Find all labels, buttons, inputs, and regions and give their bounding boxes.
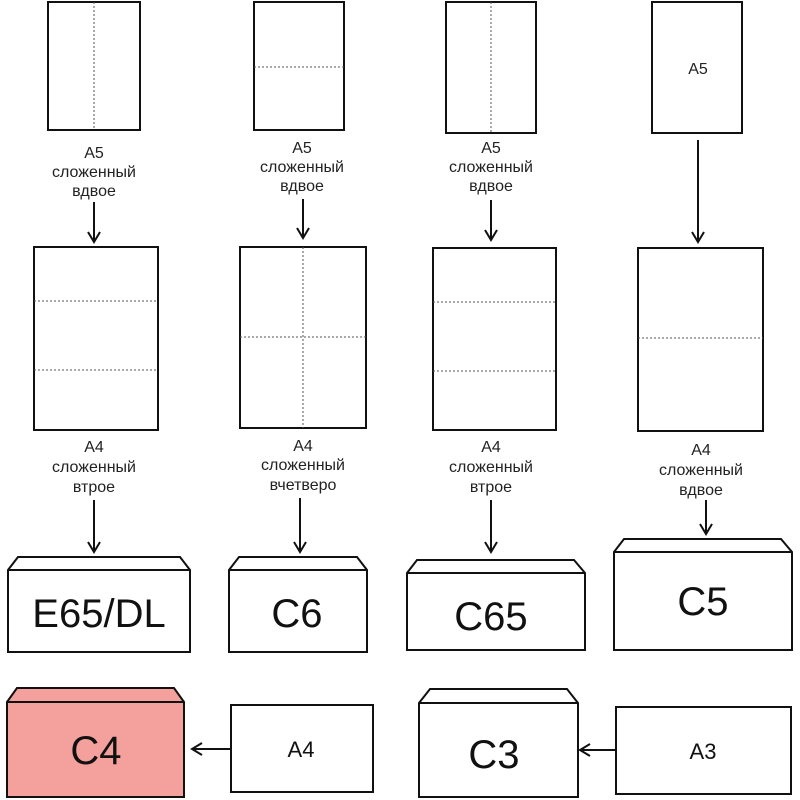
source-sheet-label: A3	[690, 739, 717, 764]
caption-a4-line3: втрое	[73, 479, 115, 496]
arrow-head	[190, 742, 203, 756]
arrow-head	[293, 541, 307, 554]
caption-a4-line1: A4	[691, 442, 711, 459]
caption-a4-line3: втрое	[470, 479, 512, 496]
row-c4: C4 A4	[6, 687, 374, 798]
a5-sheet	[651, 1, 743, 134]
caption-a4-line2: сложенный	[52, 459, 136, 476]
arrow-head	[87, 231, 101, 244]
arrow-head	[484, 541, 498, 554]
envelope-label: E65/DL	[32, 592, 165, 636]
envelope-label: C6	[271, 592, 322, 636]
arrow-head	[87, 541, 101, 554]
source-sheet-label: A4	[288, 737, 315, 762]
arrow-head	[691, 231, 705, 244]
caption-a5-line2: сложенный	[260, 159, 344, 176]
caption-a4-line1: A4	[481, 439, 501, 456]
caption-a5-line1: A5	[292, 140, 312, 157]
caption-a4-line2: сложенный	[261, 457, 345, 474]
a5-sheet-label: A5	[688, 61, 708, 78]
caption-a5-line2: сложенный	[449, 159, 533, 176]
caption-a5-line3: вдвое	[280, 178, 324, 195]
envelope-label: C3	[468, 733, 519, 777]
a4-sheet	[432, 247, 557, 431]
a5-sheet	[253, 1, 345, 131]
arrow-head	[578, 743, 591, 757]
column-c65: A5 сложенный вдвое A4 сложенный втрое C6…	[406, 1, 586, 651]
a4-sheet	[33, 246, 159, 431]
column-e65-dl: A5 сложенный вдвое A4 сложенный втрое E6…	[7, 1, 191, 653]
row-c3: C3 A3	[418, 688, 792, 798]
caption-a5-line3: вдвое	[469, 178, 513, 195]
caption-a5-line1: A5	[84, 145, 104, 162]
column-c6: A5 сложенный вдвое A4 сложенный вчетверо…	[228, 1, 368, 653]
arrow-head	[296, 227, 310, 240]
caption-a4-line3: вдвое	[679, 482, 723, 499]
caption-a4-line3: вчетверо	[270, 477, 337, 494]
envelope-label: C4	[70, 729, 121, 773]
caption-a4-line2: сложенный	[659, 462, 743, 479]
caption-a4-line1: A4	[84, 439, 104, 456]
envelope-label: C65	[454, 595, 527, 639]
arrow-head	[699, 523, 713, 536]
caption-a5-line3: вдвое	[72, 183, 116, 200]
caption-a4-line2: сложенный	[449, 459, 533, 476]
caption-a4-line1: A4	[293, 438, 313, 455]
arrow-head	[484, 229, 498, 242]
caption-a5-line2: сложенный	[52, 164, 136, 181]
a4-sheet	[637, 247, 764, 432]
caption-a5-line1: A5	[481, 140, 501, 157]
source-sheet	[230, 704, 374, 793]
column-c5: A5 A4 сложенный вдвое C5	[613, 1, 793, 651]
envelope-label: C5	[677, 580, 728, 624]
source-sheet	[615, 706, 792, 795]
